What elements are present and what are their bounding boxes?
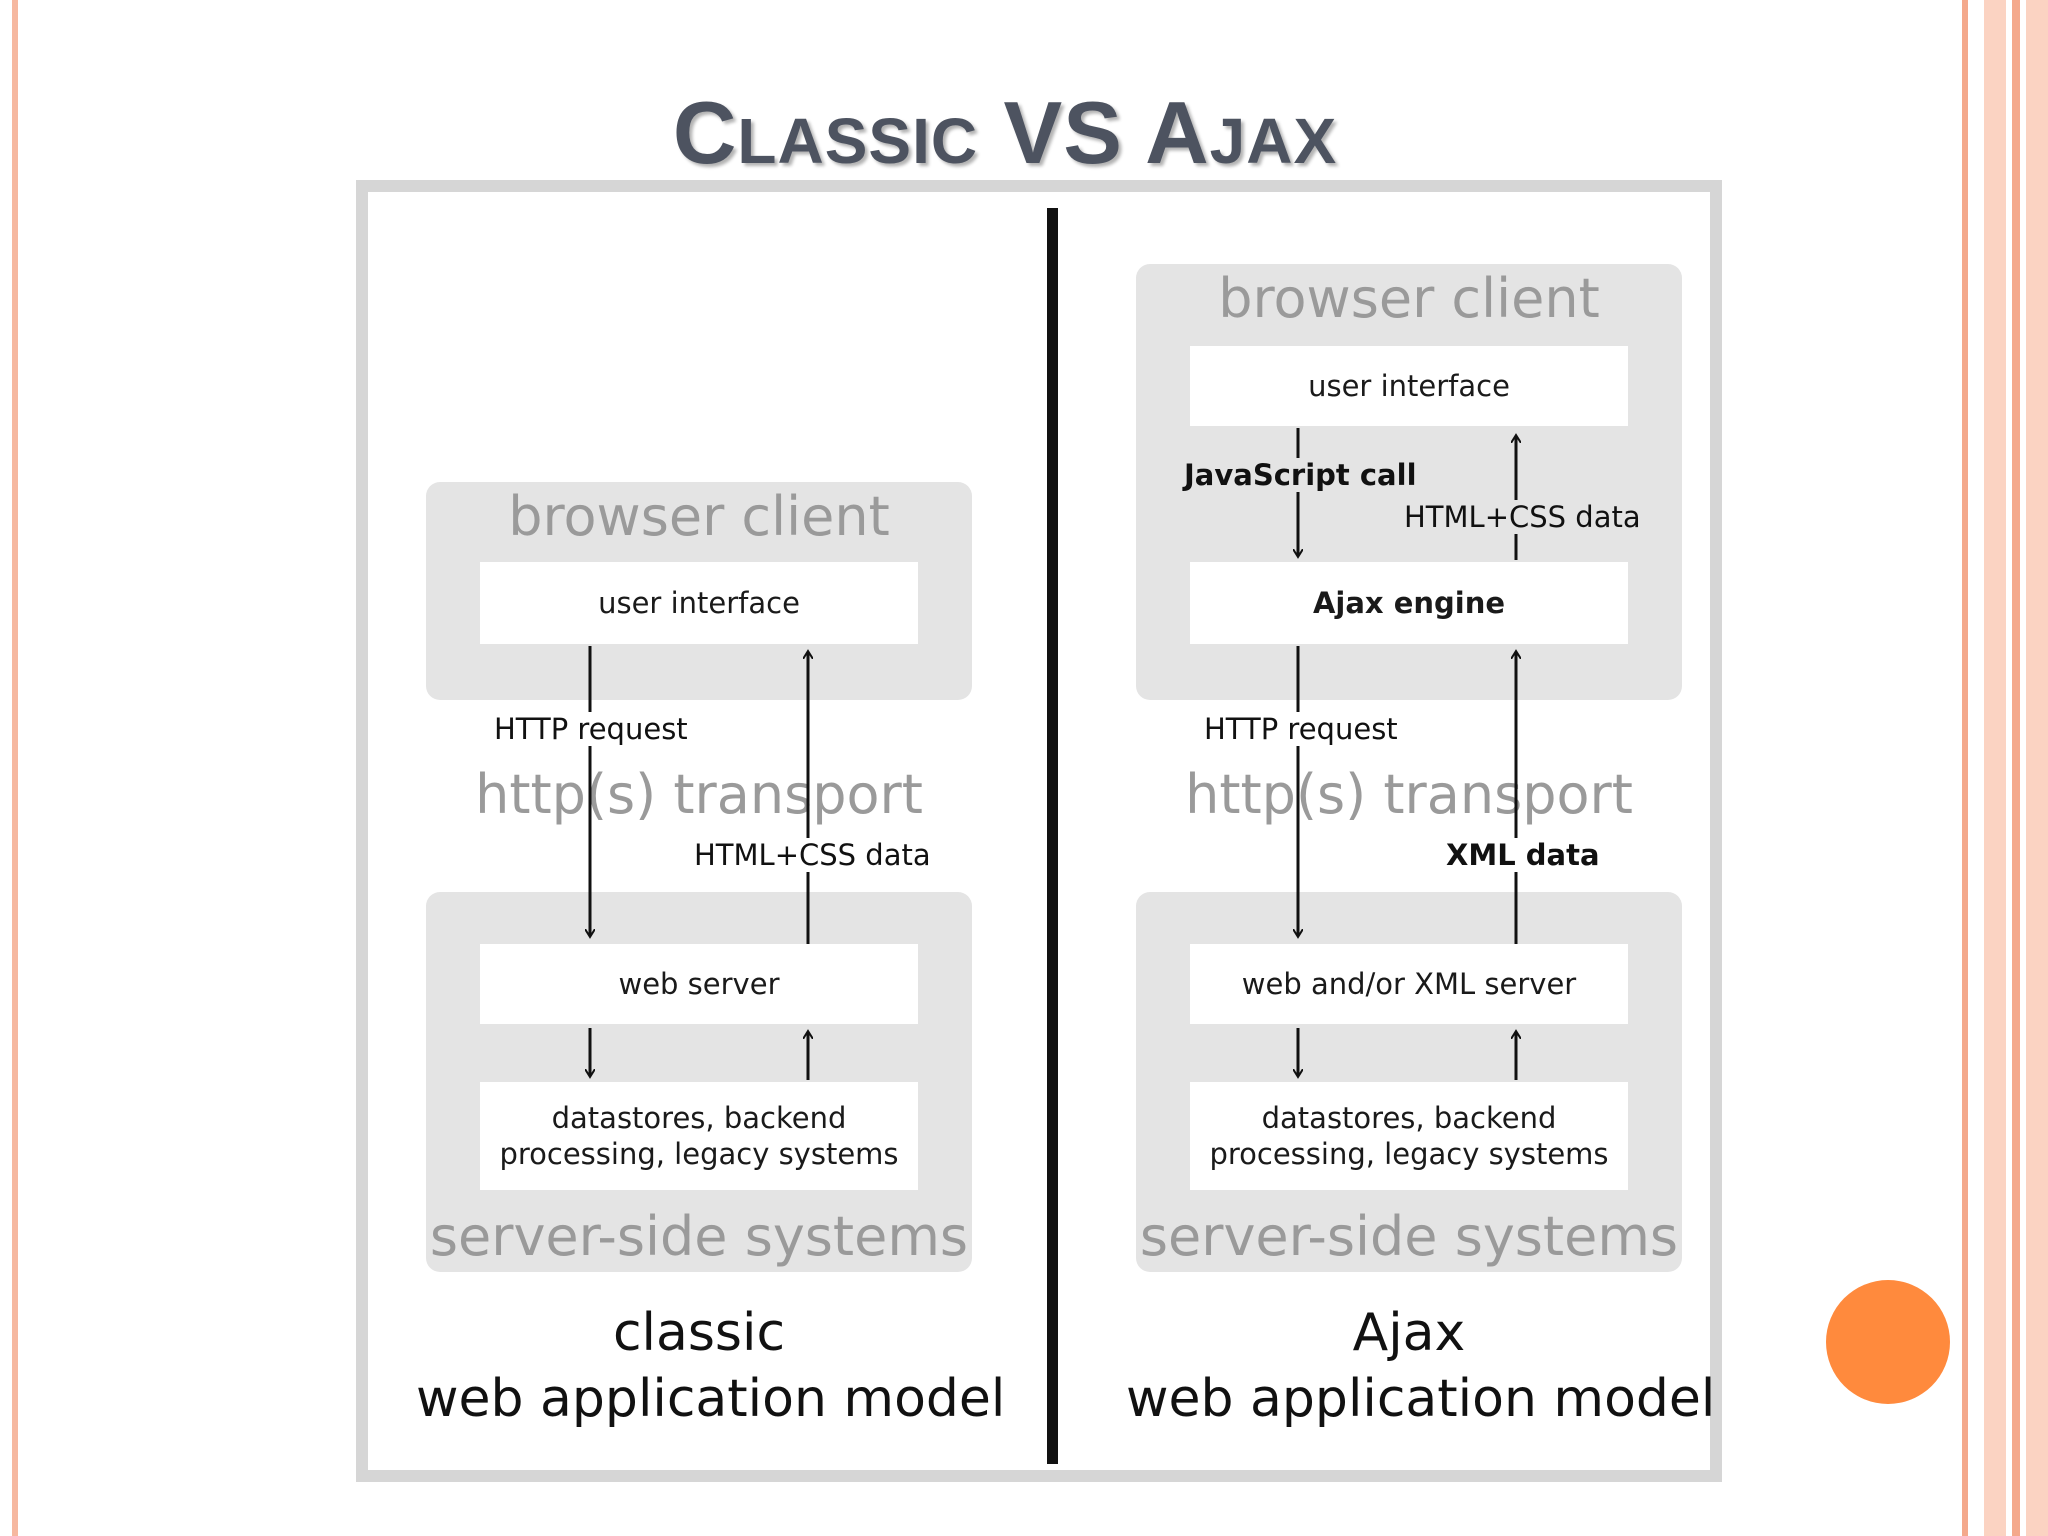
right-border-stripe-2	[1984, 0, 2006, 1536]
ajax-web-server-box: web and/or XML server	[1190, 944, 1628, 1024]
classic-browser-client-label: browser client	[508, 485, 890, 548]
classic-web-server-box: web server	[480, 944, 918, 1024]
right-border-stripe-4	[2026, 0, 2048, 1536]
ajax-html-css-label: HTML+CSS data	[1400, 500, 1645, 534]
ajax-js-call-label: JavaScript call	[1182, 458, 1419, 492]
orange-circle-icon	[1826, 1280, 1950, 1404]
classic-http-request-label: HTTP request	[492, 712, 690, 746]
right-border-stripe-3	[2012, 0, 2020, 1536]
ajax-user-interface-box: user interface	[1190, 346, 1628, 426]
ajax-transport-label: http(s) transport	[1185, 763, 1633, 826]
classic-server-side-label: server-side systems	[429, 1205, 969, 1268]
slide-title: CLASSIC VS AJAX	[672, 83, 1338, 182]
classic-transport-label: http(s) transport	[475, 763, 923, 826]
right-border-stripe-1	[1962, 0, 1968, 1536]
classic-html-css-label: HTML+CSS data	[690, 838, 935, 872]
ajax-http-request-label: HTTP request	[1202, 712, 1400, 746]
center-divider	[1047, 208, 1058, 1464]
ajax-engine-box: Ajax engine	[1190, 562, 1628, 644]
ajax-server-side-label: server-side systems	[1139, 1205, 1679, 1268]
left-border-stripe	[12, 0, 18, 1536]
classic-user-interface-box: user interface	[480, 562, 918, 644]
ajax-browser-client-label: browser client	[1218, 267, 1600, 330]
ajax-xml-data-label: XML data	[1440, 838, 1606, 872]
